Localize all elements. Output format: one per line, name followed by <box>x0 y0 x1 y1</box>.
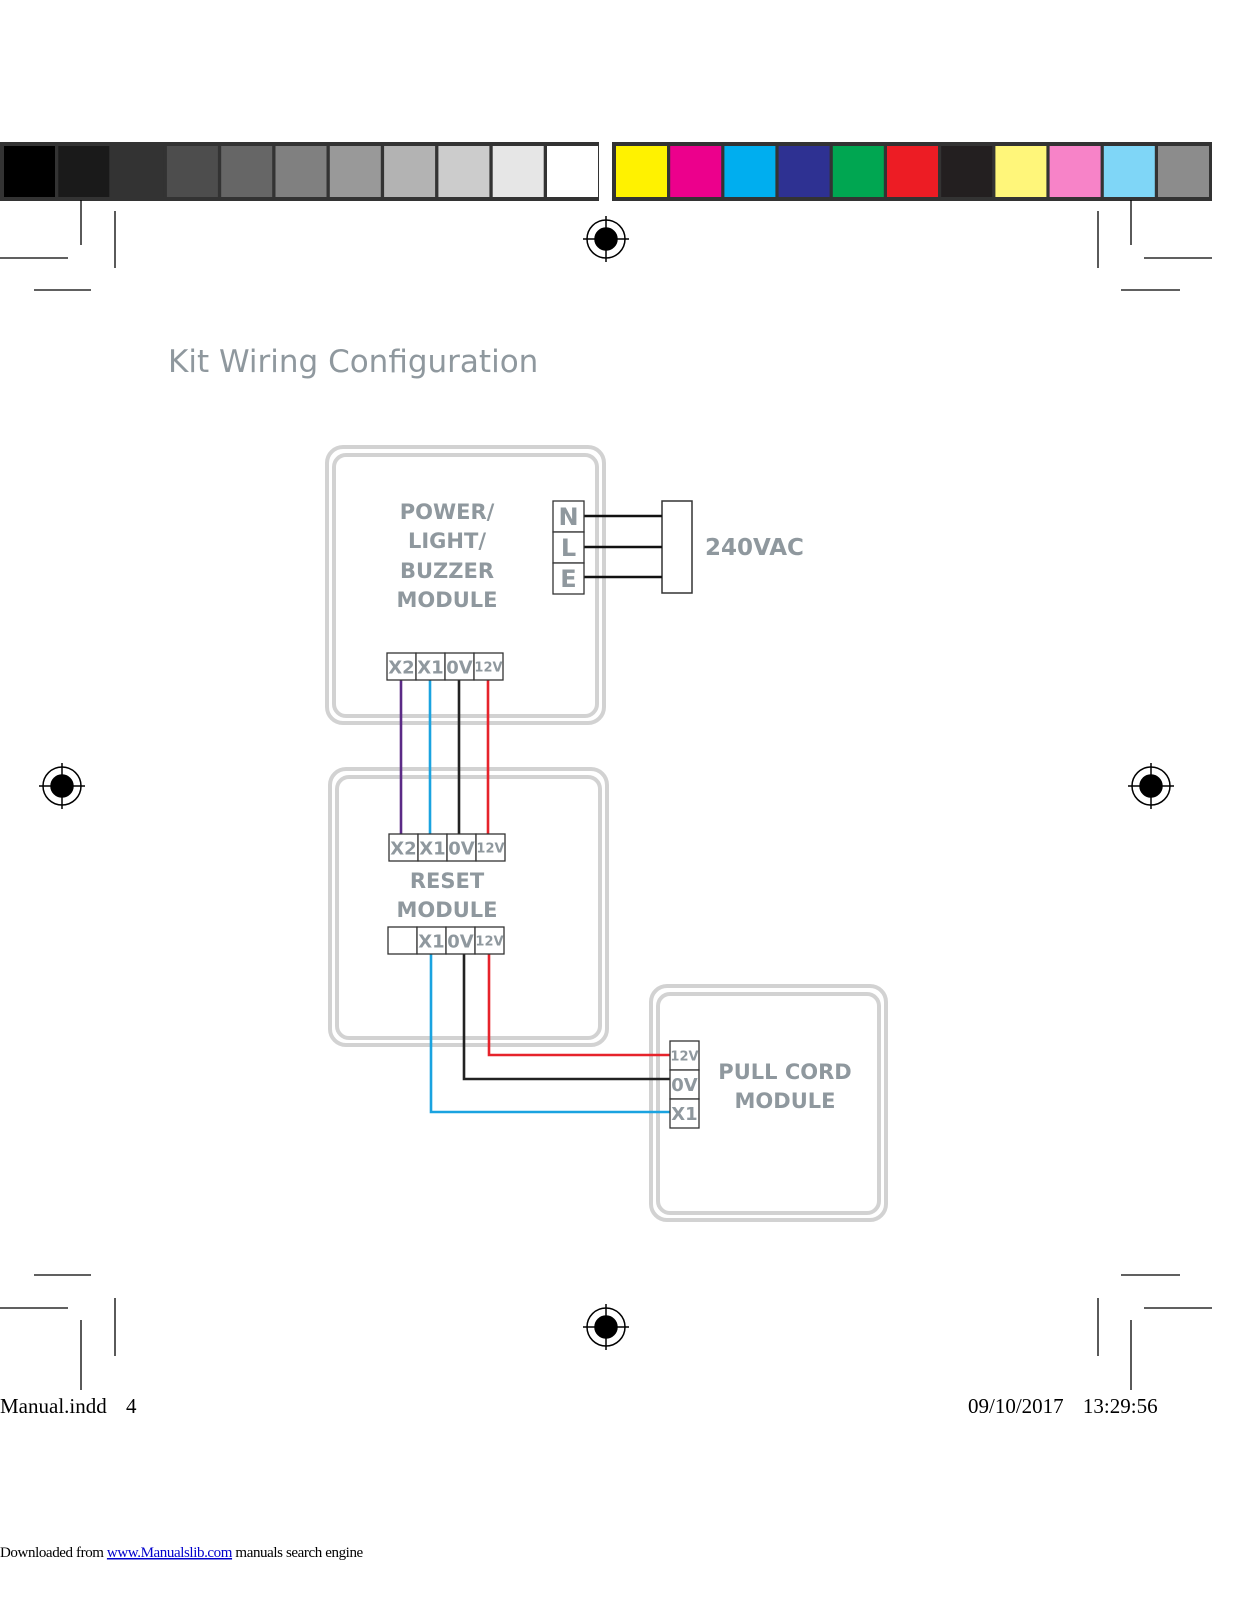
pull-cord-module-box-outer <box>649 984 888 1222</box>
pull-cord-module-terminal <box>669 1040 700 1071</box>
power-module-terminal <box>444 652 475 681</box>
manualslib-link[interactable]: www.Manualslib.com <box>107 1545 233 1561</box>
registration-mark <box>583 1304 629 1350</box>
power-module-box-outer <box>325 445 606 725</box>
pull-cord-module-terminal <box>669 1069 700 1100</box>
reset-module-label-line: MODULE <box>397 898 498 922</box>
x1-wire <box>429 954 670 1114</box>
mains-terminal <box>552 500 585 533</box>
color-swatch <box>1158 146 1209 197</box>
reset-module-box-inner <box>335 775 602 1040</box>
supply-label: 240VAC <box>705 535 804 561</box>
power-module-box-inner <box>332 453 599 718</box>
print-footer: Manual.indd 4 09/10/2017 13:29:56 Downlo… <box>0 1394 1158 1561</box>
reset-module-top-terminal-label: 12V <box>476 842 504 857</box>
gray-swatch <box>4 146 55 197</box>
reset-module-top-terminal-label: X1 <box>419 839 445 860</box>
power-module-terminal-label: 0V <box>446 658 473 679</box>
gray-swatch <box>492 146 544 197</box>
gray-swatch <box>166 146 218 197</box>
pull-cord-module-terminal <box>669 1098 700 1129</box>
gray-swatch <box>221 146 273 197</box>
svg-text:Manual.indd 4: Manual.indd 4 <box>0 1394 137 1418</box>
mains-terminal <box>552 562 585 595</box>
color-swatch <box>832 146 884 197</box>
module-boxes <box>325 445 888 1222</box>
color-swatch <box>616 146 667 197</box>
crop-marks <box>0 200 1212 1390</box>
pull-cord-module-terminal-label: 12V <box>670 1050 698 1065</box>
mains-terminal-label: L <box>561 534 576 562</box>
reset-module-top-terminal-label: 0V <box>448 839 475 860</box>
zero-v-wire <box>462 954 670 1081</box>
pull-cord-module-label-line: MODULE <box>735 1089 836 1113</box>
footer-time: 13:29:56 <box>1083 1394 1158 1418</box>
registration-marks <box>39 216 1174 1350</box>
gray-swatch <box>384 146 436 197</box>
page-title: Kit Wiring Configuration <box>168 344 538 380</box>
color-swatch <box>724 146 776 197</box>
download-prefix: Downloaded from <box>0 1545 107 1561</box>
reset-module-bottom-terminal-label: 0V <box>447 932 474 953</box>
twelve-v-wire <box>487 954 670 1057</box>
power-module-label-line: LIGHT/ <box>408 529 486 553</box>
svg-text:09/10/2017 13:29:56: 09/10/2017 13:29:56 <box>968 1394 1158 1418</box>
footer-page: 4 <box>126 1394 137 1418</box>
reset-module-bottom-terminal <box>387 926 418 955</box>
color-swatch <box>1103 146 1155 197</box>
download-suffix: manuals search engine <box>235 1545 363 1561</box>
power-module-label-line: MODULE <box>397 588 498 612</box>
registration-mark <box>1128 763 1174 809</box>
color-swatch <box>778 146 830 197</box>
color-swatch <box>995 146 1047 197</box>
mains-terminal-label: N <box>558 503 578 531</box>
reset-module-bottom-terminal-label: 12V <box>475 935 503 950</box>
footer-file: Manual.indd <box>0 1394 107 1418</box>
registration-mark <box>583 216 629 262</box>
interconnect-wires <box>399 680 670 1114</box>
reset-module-bottom-terminal <box>474 926 505 955</box>
gray-swatch <box>547 146 598 197</box>
power-module-label-line: BUZZER <box>400 559 494 583</box>
svg-text:Downloaded from www.Man: Downloaded from www.Manualslib.com manua… <box>0 1545 364 1561</box>
power-module-terminal <box>473 652 504 681</box>
power-module-label-line: POWER/ <box>400 500 495 524</box>
pull-cord-module-terminal-label: 0V <box>671 1075 698 1096</box>
reset-module-top-terminal <box>388 833 419 862</box>
power-module-terminal-label: 12V <box>474 661 502 676</box>
module-labels: POWER/ LIGHT/ BUZZER MODULE RESET MODULE… <box>397 500 852 1113</box>
pull-cord-module-label-line: PULL CORD <box>718 1060 851 1084</box>
reset-module-bottom-terminal <box>416 926 447 955</box>
pull-cord-module-box-inner <box>656 992 881 1215</box>
color-swatch <box>887 146 938 197</box>
power-module-terminal-label: X1 <box>417 658 443 679</box>
pull-cord-module-terminal-label: X1 <box>671 1104 697 1125</box>
color-swatch <box>670 146 722 197</box>
footer-date: 09/10/2017 <box>968 1394 1064 1418</box>
reset-module-top-terminal <box>417 833 448 862</box>
reset-module-top-terminal-label: X2 <box>390 839 416 860</box>
reset-module-label-line: RESET <box>410 869 485 893</box>
reset-module-top-terminal <box>446 833 477 862</box>
gray-swatch <box>329 146 381 197</box>
gray-swatch <box>112 146 164 197</box>
gray-swatch <box>275 146 327 197</box>
reset-module-top-terminal <box>475 833 506 862</box>
reset-module-box-outer <box>328 767 609 1047</box>
registration-mark <box>39 763 85 809</box>
reset-module-bottom-terminal-label: X1 <box>418 932 444 953</box>
printer-color-bar <box>0 142 1212 201</box>
color-swatch <box>1049 146 1101 197</box>
mains-wires <box>584 514 662 579</box>
color-swatch <box>941 146 993 197</box>
power-module-terminal-label: X2 <box>388 658 414 679</box>
mains-terminal-label: E <box>560 565 576 593</box>
gray-swatch <box>58 146 110 197</box>
mains-supply-block <box>661 500 693 594</box>
gray-swatch <box>438 146 490 197</box>
